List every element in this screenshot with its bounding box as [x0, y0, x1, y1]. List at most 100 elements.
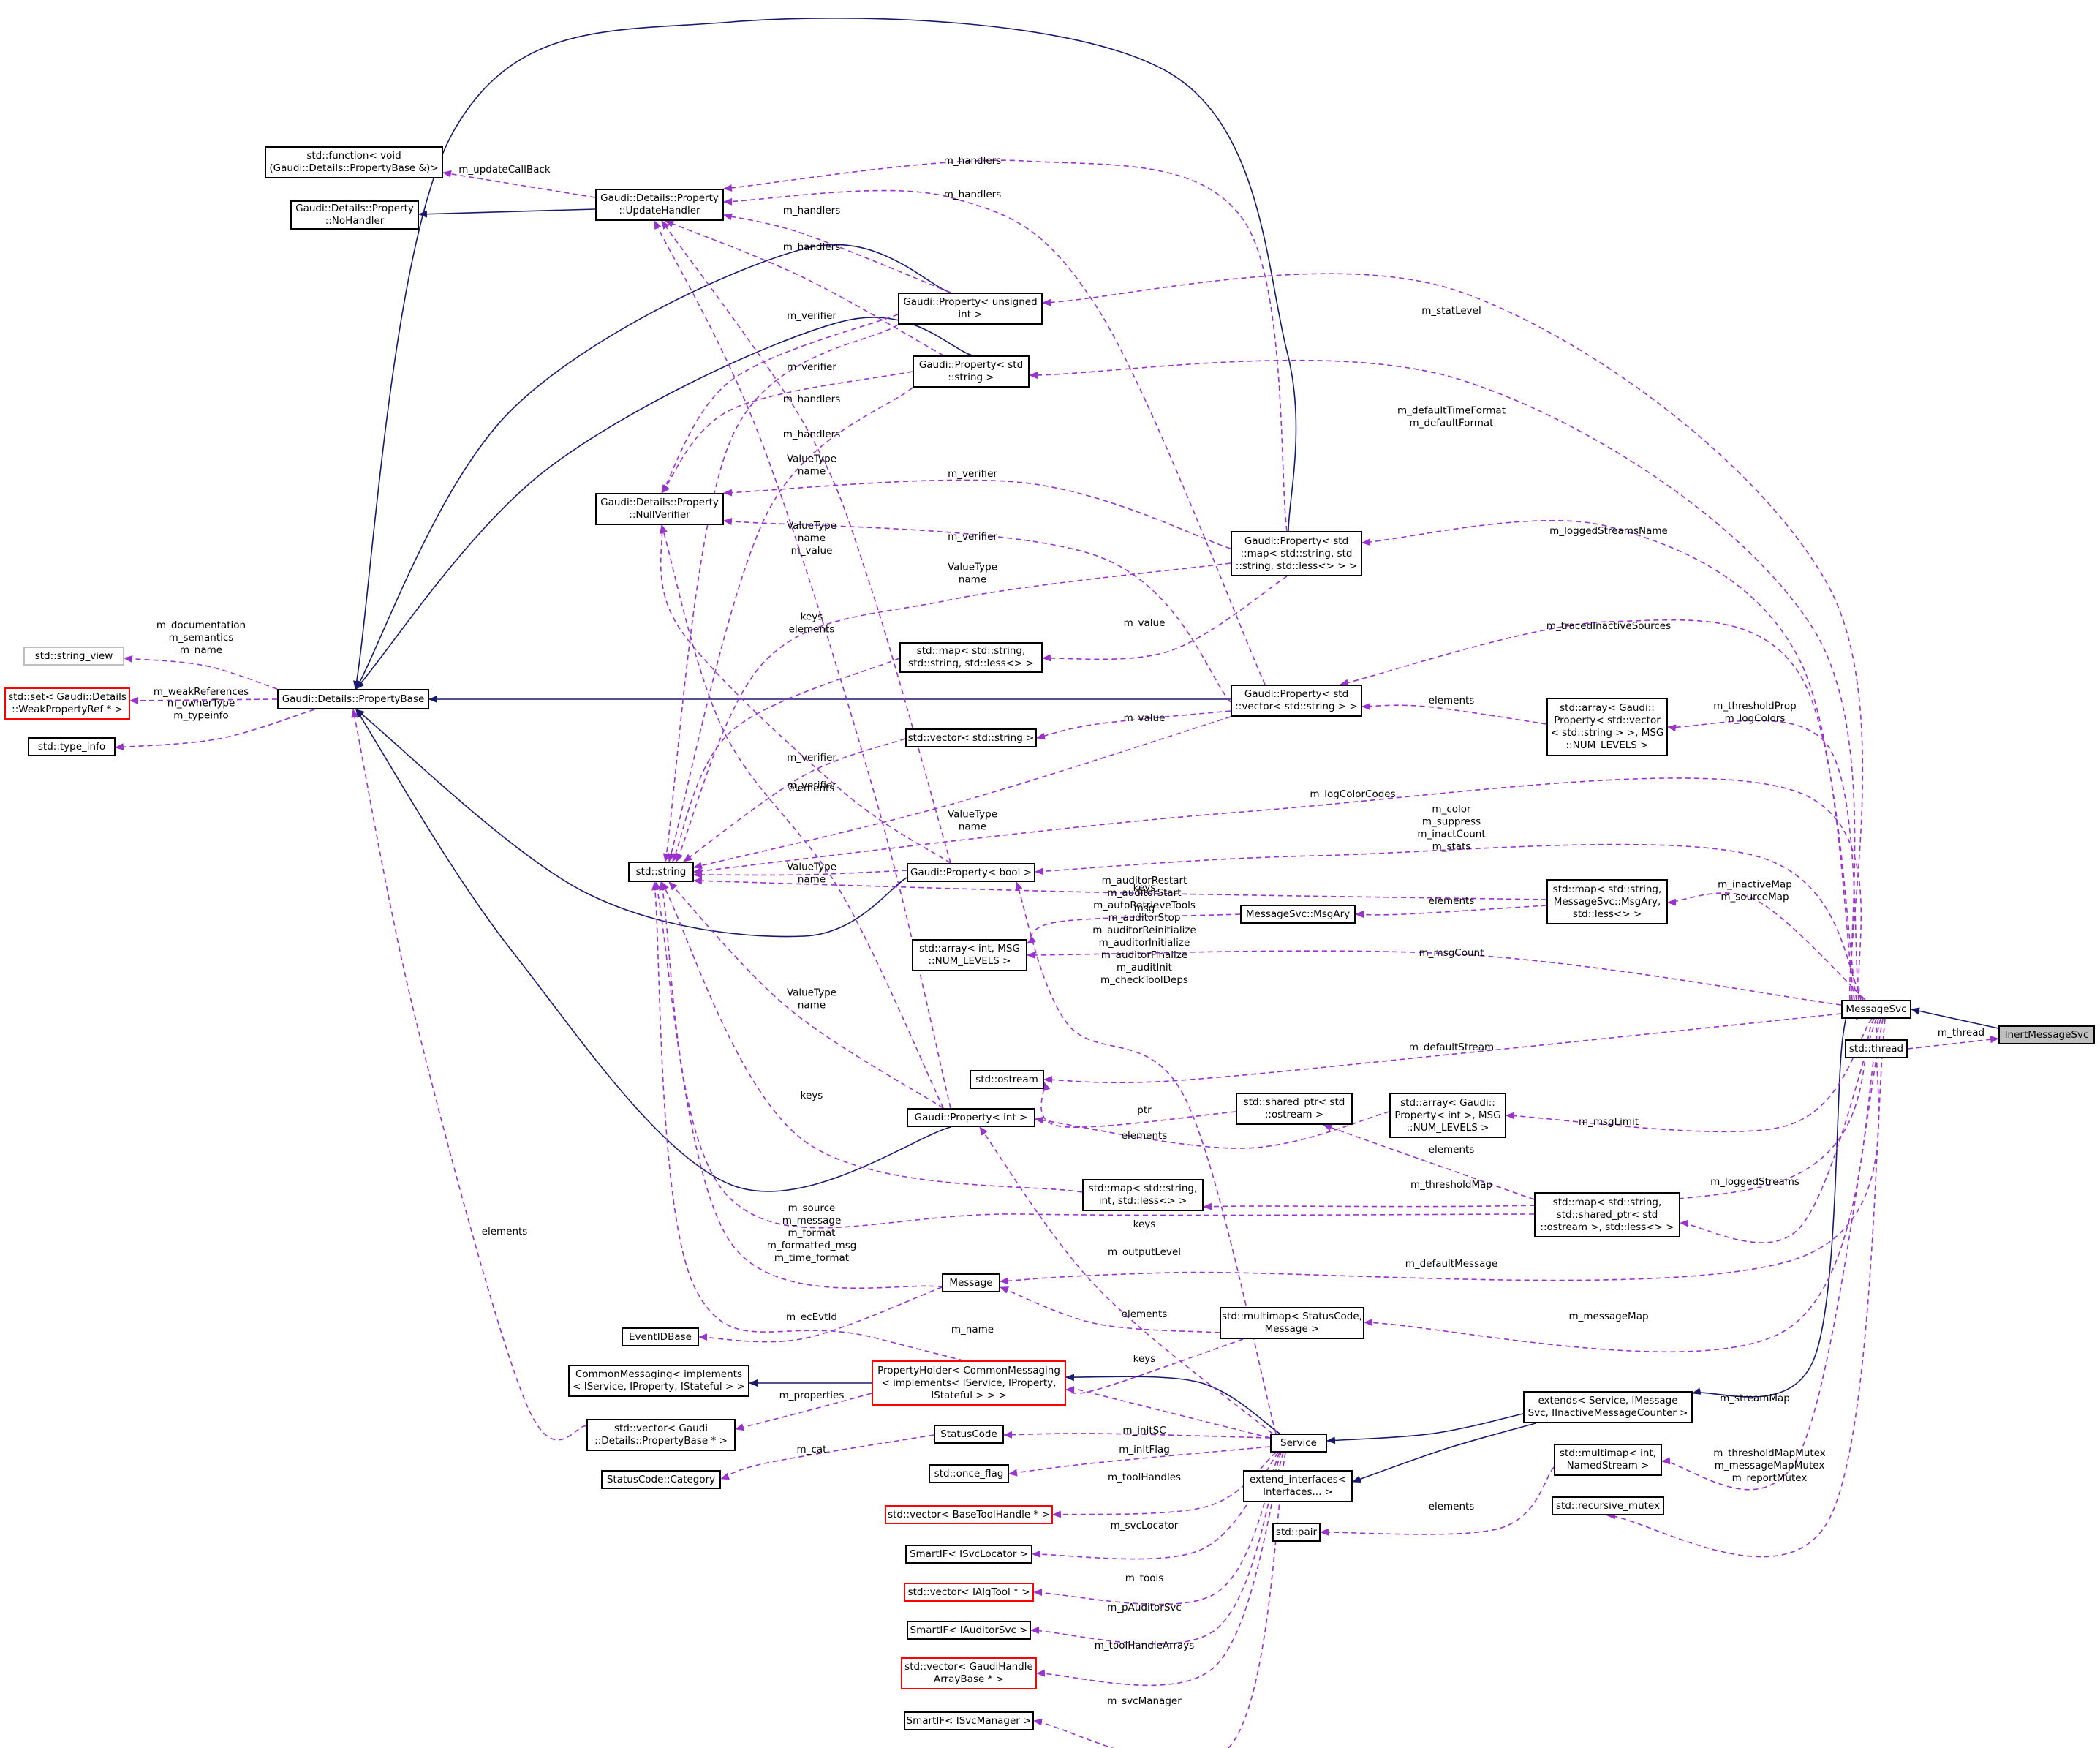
edge-label-arrint-messagesvc: m_msgCount [1419, 947, 1484, 959]
class-node-smartaud[interactable]: SmartIF< IAuditorSvc > [907, 1621, 1031, 1640]
class-node-mapss[interactable]: std::map< std::string,std::string, std::… [899, 642, 1043, 673]
usage-edge-statuscode-service [1003, 1431, 1271, 1439]
class-node-label: ::NoHandler [325, 215, 385, 227]
edge-label-updatehandler-propmap: m_handlers [944, 155, 1002, 167]
class-node-smartloc[interactable]: SmartIF< ISvcLocator > [905, 1545, 1032, 1564]
edge-label-message-messagesvc: m_defaultMessage [1405, 1258, 1498, 1270]
class-node-sccat[interactable]: StatusCode::Category [601, 1470, 721, 1489]
class-node-label: Gaudi::Details::Property [600, 497, 719, 508]
class-node-updatehandler[interactable]: Gaudi::Details::Property::UpdateHandler [595, 189, 724, 221]
class-node-label: std::vector< IAlgTool * > [907, 1586, 1030, 1598]
class-node-nullverifier[interactable]: Gaudi::Details::Property::NullVerifier [595, 493, 724, 525]
class-node-smartmgr[interactable]: SmartIF< ISvcManager > [904, 1711, 1034, 1730]
class-node-sharedptr[interactable]: std::shared_ptr< std::ostream > [1236, 1093, 1353, 1125]
class-node-msgary[interactable]: MessageSvc::MsgAry [1240, 905, 1356, 924]
edge-label-line: m_svcManager [1107, 1695, 1182, 1707]
class-node-label: std::string_view [34, 649, 113, 662]
class-node-label: std::ostream [975, 1073, 1038, 1085]
class-node-propint[interactable]: Gaudi::Property< int > [907, 1108, 1035, 1127]
class-node-arrint[interactable]: std::array< int, MSG::NUM_LEVELS > [912, 939, 1027, 971]
usage-edge-ostream-messagesvc [1043, 1013, 1842, 1084]
usage-edge-propmap-messagesvc [1361, 519, 1855, 1001]
edge-label-line: m_svcLocator [1111, 1520, 1179, 1532]
class-node-message[interactable]: Message [942, 1273, 1000, 1292]
edge-label-smartloc-service: m_svcLocator [1111, 1520, 1179, 1532]
edge-label-sharedptr-mapshared: elements [1429, 1144, 1475, 1156]
class-node-mapmsgary[interactable]: std::map< std::string,MessageSvc::MsgAry… [1546, 879, 1668, 924]
class-node-vecstr[interactable]: std::vector< std::string > [905, 728, 1037, 747]
class-node-mapshared[interactable]: std::map< std::string,std::shared_ptr< s… [1534, 1192, 1680, 1237]
class-node-stdpair[interactable]: std::pair [1272, 1523, 1321, 1542]
usage-edge-updatehandler-propmap [723, 159, 1288, 532]
class-node-service[interactable]: Service [1270, 1434, 1327, 1453]
usage-edge-stdstring-propmap [676, 562, 1231, 862]
inheritance-edge-propbase-propuint [355, 244, 951, 690]
edge-label-line: keys [1133, 882, 1156, 894]
edge-label-line: m_tracedInactiveSources [1546, 620, 1671, 632]
class-node-stdthread[interactable]: std::thread [1845, 1039, 1908, 1058]
edge-label-arrpropint-messagesvc: m_msgLimit [1579, 1116, 1639, 1128]
class-node-stringview[interactable]: std::string_view [23, 647, 124, 666]
class-node-stdstring[interactable]: std::string [628, 862, 694, 882]
class-node-multimapsc[interactable]: std::multimap< StatusCode,Message > [1220, 1307, 1364, 1339]
usage-edge-propstr-messagesvc [1029, 359, 1856, 1001]
class-node-propbool[interactable]: Gaudi::Property< bool > [907, 863, 1035, 882]
edge-label-fn-updatehandler: m_updateCallBack [458, 164, 551, 176]
class-node-statuscode[interactable]: StatusCode [934, 1425, 1004, 1444]
class-node-vectoolh[interactable]: std::vector< BaseToolHandle * > [885, 1505, 1053, 1524]
class-node-multimapint[interactable]: std::multimap< int,NamedStream > [1554, 1444, 1662, 1476]
usage-edge-stdstring-propuint [662, 324, 899, 862]
edge-label-propuint-messagesvc: m_statLevel [1421, 305, 1481, 317]
class-node-ostream[interactable]: std::ostream [970, 1070, 1044, 1089]
class-node-propbase[interactable]: Gaudi::Details::PropertyBase [277, 689, 429, 709]
class-node-mapsi[interactable]: std::map< std::string,int, std::less<> > [1082, 1179, 1204, 1211]
class-node-fn[interactable]: std::function< void(Gaudi::Details::Prop… [265, 146, 443, 178]
class-node-extendif[interactable]: extend_interfaces<Interfaces... > [1243, 1470, 1353, 1502]
class-node-propholder[interactable]: PropertyHolder< CommonMessaging< impleme… [872, 1360, 1066, 1406]
class-node-arrpropint[interactable]: std::array< Gaudi::Property< int >, MSG:… [1389, 1093, 1506, 1138]
edge-label-line: elements [1429, 1501, 1475, 1512]
class-node-recmutex[interactable]: std::recursive_mutex [1552, 1496, 1664, 1515]
usage-edge-multimapint-messagesvc [1661, 1018, 1884, 1491]
class-node-label: ::ostream > [1264, 1109, 1324, 1120]
class-node-arrprop[interactable]: std::array< Gaudi::Property< std::vector… [1546, 698, 1668, 756]
class-node-commonmsg[interactable]: CommonMessaging< implements< IService, I… [568, 1365, 749, 1397]
class-node-onceflag[interactable]: std::once_flag [929, 1464, 1009, 1483]
class-node-label: ::NUM_LEVELS > [1565, 739, 1649, 751]
class-node-label: std::multimap< int, [1560, 1447, 1656, 1459]
class-node-propvec[interactable]: Gaudi::Property< std::vector< std::strin… [1231, 685, 1362, 717]
usage-edge-smartloc-service [1032, 1452, 1279, 1560]
class-node-vecpb[interactable]: std::vector< Gaudi::Details::PropertyBas… [586, 1419, 736, 1451]
class-node-vecalg[interactable]: std::vector< IAlgTool * > [904, 1583, 1034, 1602]
class-node-label: std::function< void [306, 150, 401, 162]
edge-label-line: m_source [788, 1202, 836, 1214]
edge-label-nullverifier-propuint: m_verifier [787, 310, 836, 322]
inheritance-edge-propbase-propbool [355, 709, 907, 938]
class-node-propstr[interactable]: Gaudi::Property< std::string > [913, 355, 1030, 388]
usage-edge-setweak-propbase [129, 696, 278, 704]
class-node-label: std::shared_ptr< std [1243, 1096, 1345, 1108]
edge-label-line: elements [1122, 1130, 1168, 1142]
class-node-propmap[interactable]: Gaudi::Property< std::map< std::string, … [1231, 531, 1362, 576]
class-node-eventid[interactable]: EventIDBase [622, 1327, 699, 1346]
usage-edge-propbool-messagesvc [1035, 843, 1864, 1001]
class-node-label: < IService, IProperty, IStateful > > [573, 1381, 745, 1393]
edge-label-line: m_auditorReinitialize [1092, 924, 1196, 936]
class-node-nohandler[interactable]: Gaudi::Details::Property::NoHandler [290, 200, 419, 230]
class-node-label: Gaudi::Property< std [918, 359, 1024, 371]
edge-label-line: m_semantics [169, 632, 234, 644]
class-node-messagesvc[interactable]: MessageSvc [1841, 1000, 1911, 1019]
class-node-inert[interactable]: InertMessageSvc [1998, 1025, 2095, 1044]
class-node-typeinfo[interactable]: std::type_info [28, 737, 116, 756]
class-node-setweak[interactable]: std::set< Gaudi::Details::WeakPropertyRe… [4, 687, 130, 720]
edge-label-line: m_verifier [787, 752, 836, 764]
edge-label-line: m_thresholdMapMutex [1713, 1447, 1826, 1459]
